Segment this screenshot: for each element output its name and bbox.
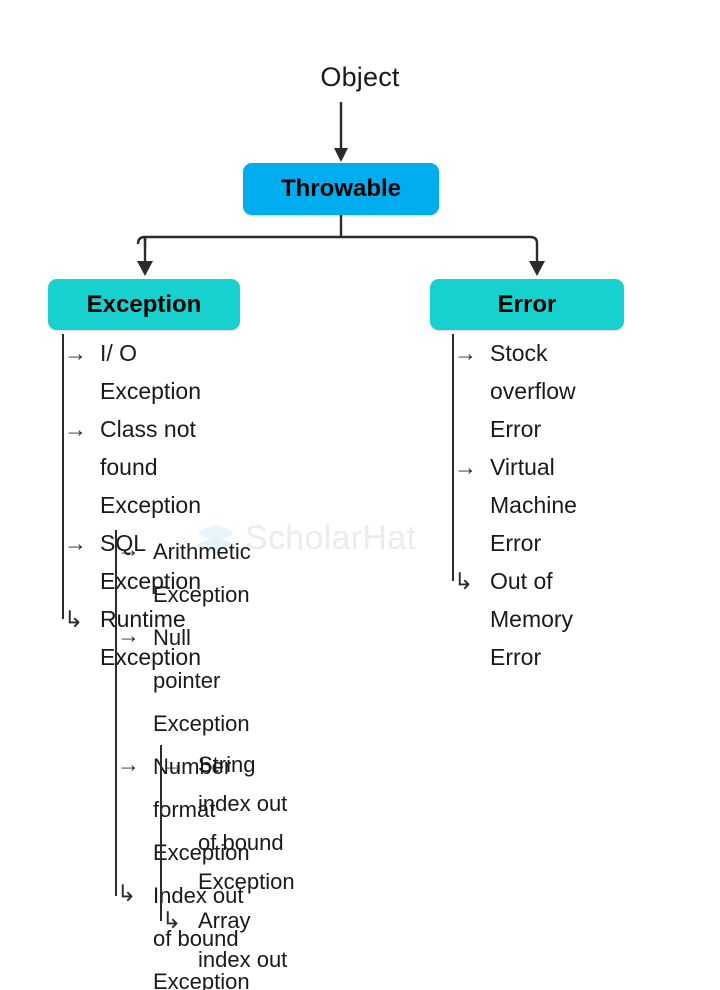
elbow-arrow-icon: ↳ [64, 606, 84, 632]
runtime-exception-child-item-label: Number format Exception [153, 754, 250, 865]
branch-item-list: → String index out of bound Exception ↳ Arr… [160, 745, 295, 990]
arrow-right-icon: → [117, 751, 140, 777]
node-throwable-label: Throwable [280, 175, 401, 202]
runtime-exception-child-item-label: Arithmetic Exception [153, 539, 251, 607]
elbow-arrow-icon: ↳ [162, 907, 182, 933]
node-error-label: Error [497, 290, 557, 318]
arrow-right-icon: → [117, 622, 140, 648]
exception-child-item[interactable]: → I/ O Exception [62, 334, 201, 410]
elbow-arrow-icon: ↳ [454, 568, 474, 594]
arrow-right-icon: → [64, 530, 87, 556]
root-node-object: Object [320, 62, 400, 92]
exception-child-item-label: Class not found Exception [100, 416, 202, 518]
runtime-exception-child-item-label: Index out of bound Exception [153, 883, 250, 990]
node-exception[interactable]: Exception [48, 279, 240, 330]
runtime-exception-child-item[interactable]: →Number format Exception [115, 745, 251, 874]
branch-rail [160, 745, 162, 921]
exception-child-item[interactable]: → Class not found Exception [62, 410, 201, 524]
branch-item-list: → Arithmetic Exception → Null pointer Excep… [115, 530, 251, 990]
branch-rail [452, 334, 454, 581]
arrow-right-icon: → [454, 454, 477, 480]
runtime-exception-child-item[interactable]: ↳Index out of bound Exception [115, 874, 251, 990]
node-error[interactable]: Error [430, 279, 624, 330]
runtime-exception-child-item-label: Null pointer Exception [153, 625, 250, 736]
watermark-text: ScholarHat [245, 519, 417, 557]
branch-rail [115, 530, 117, 896]
arrow-right-icon: → [64, 340, 87, 366]
runtime-exception-child-item[interactable]: → Null pointer Exception [115, 616, 251, 745]
arrow-right-icon: → [454, 340, 477, 366]
branch-item-list: → I/ O Exception → Class not found Exceptio… [62, 334, 201, 676]
exception-child-item-label: I/ O Exception [100, 340, 202, 404]
node-exception-label: Exception [86, 290, 202, 318]
error-child-item[interactable]: → Virtual Machine Error [452, 448, 577, 562]
error-child-item-label: Virtual Machine Error [490, 454, 577, 556]
index-out-of-bound-child-item[interactable]: → String index out of bound Exception [160, 745, 295, 901]
elbow-arrow-icon: ↳ [117, 880, 137, 906]
arrow-right-icon: → [162, 751, 185, 777]
error-child-item[interactable]: ↳ Out of Memory Error [452, 562, 577, 676]
arrow-right-icon: → [64, 416, 87, 442]
index-out-of-bound-child-item-label: Array index out of bound Exception [198, 908, 288, 990]
index-out-of-bound-child-item[interactable]: ↳ Array index out of bound Exception [160, 901, 295, 990]
branch-rail [62, 334, 64, 619]
branch-item-list: → Stock overflow Error → Virtual Machine Er… [452, 334, 577, 676]
runtime-exception-child-item[interactable]: → Arithmetic Exception [115, 530, 251, 616]
error-child-item-label: Out of Memory Error [490, 568, 574, 670]
error-child-item-label: Stock overflow Error [490, 340, 576, 442]
error-child-item[interactable]: → Stock overflow Error [452, 334, 577, 448]
node-throwable[interactable]: Throwable [243, 163, 439, 215]
arrow-right-icon: → [117, 536, 140, 562]
index-out-of-bound-child-item-label: String index out of bound Exception [198, 752, 295, 894]
